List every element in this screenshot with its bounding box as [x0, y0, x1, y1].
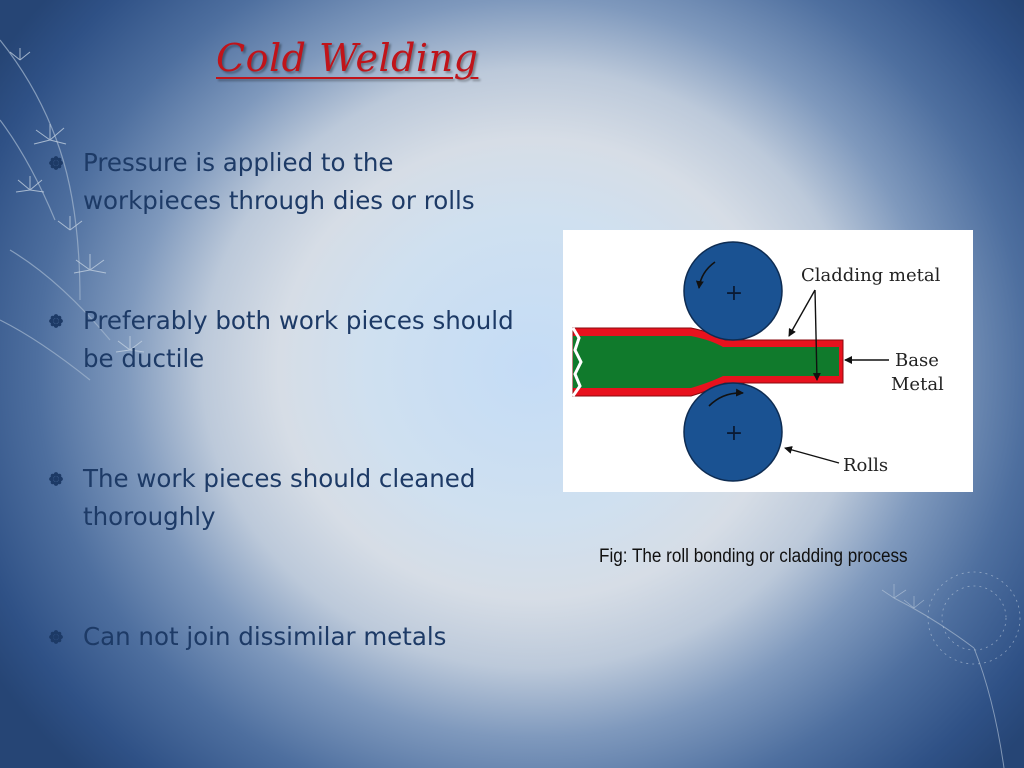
rotation-arrow-icon — [708, 388, 744, 407]
workpiece-left-edge — [571, 327, 583, 397]
bullet-text: Preferably both work pieces should be du… — [83, 306, 514, 373]
rolls-leader-line — [784, 446, 840, 464]
top-roll: + — [683, 241, 783, 341]
roll-bonding-diagram: + + Cladding metal Base Metal Rolls — [571, 241, 944, 482]
bottom-roll: + — [683, 382, 783, 482]
roll-center-mark: + — [725, 421, 743, 446]
flower-bullet-icon — [49, 156, 63, 170]
bullet-text: Can not join dissimilar metals — [83, 622, 447, 651]
rotation-arrow-icon — [695, 261, 716, 289]
cladding-leader-line — [788, 289, 816, 337]
base-label: Base — [895, 350, 939, 371]
roll-bonding-figure: + + Cladding metal Base Metal Rolls — [563, 230, 973, 492]
bullet-text: Pressure is applied to the workpieces th… — [83, 148, 475, 215]
cladding-leader-line — [812, 289, 821, 381]
roll-center-mark: + — [725, 281, 743, 306]
metal-label: Metal — [891, 374, 944, 395]
rolls-label: Rolls — [843, 455, 888, 476]
base-metal-layer — [573, 336, 839, 388]
figure-caption: Fig: The roll bonding or cladding proces… — [599, 546, 908, 567]
slide-title: Cold Welding — [216, 36, 479, 80]
flower-bullet-icon — [49, 314, 63, 328]
flower-bullet-icon — [49, 630, 63, 644]
cladding-metal-label: Cladding metal — [801, 265, 941, 286]
bullet-text: The work pieces should cleaned thoroughl… — [83, 464, 476, 531]
flower-bullet-icon — [49, 472, 63, 486]
